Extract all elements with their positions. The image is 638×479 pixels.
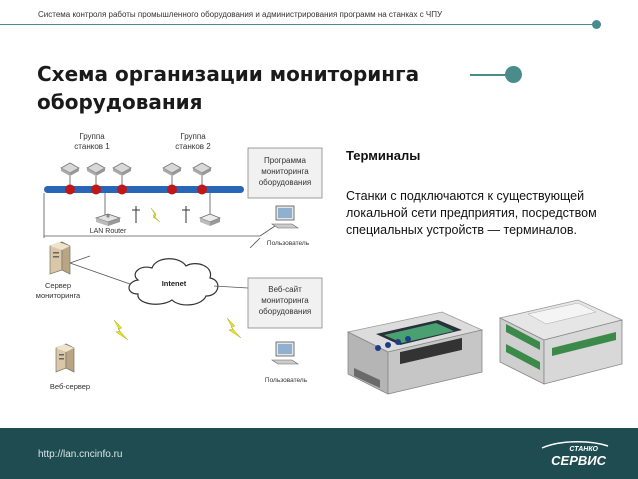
machine-icon	[112, 162, 132, 176]
website-label: Веб-сайт	[268, 285, 302, 294]
antenna-icon	[182, 206, 190, 223]
wireless-bolt-icon	[150, 207, 161, 223]
machine-icon	[192, 162, 212, 176]
lan-router-label: LAN Router	[90, 228, 127, 235]
lan-router-icon	[94, 213, 122, 226]
slide-title: Схема организации мониторинга оборудован…	[37, 62, 420, 114]
machine-icon	[60, 162, 80, 176]
user-computer-icon	[271, 205, 299, 229]
web-server-label: Веб-сервер	[50, 382, 90, 391]
group2-label-2: станков 2	[175, 142, 211, 151]
footer-url-link[interactable]: http://lan.cncinfo.ru	[38, 449, 123, 460]
user2-label: Пользователь	[265, 377, 308, 384]
server-icon	[49, 241, 71, 275]
program-label-3: оборудования	[259, 178, 312, 187]
title-accent-line	[470, 74, 512, 76]
header-divider-dot	[592, 20, 601, 29]
bus-node	[65, 184, 75, 195]
din-module-image	[498, 299, 624, 385]
wireless-bolt-icon	[226, 317, 242, 339]
website-label-3: оборудования	[259, 307, 312, 316]
bus-node	[197, 184, 207, 195]
bus-node	[91, 184, 101, 195]
web-server-icon	[55, 343, 75, 373]
header-divider	[0, 24, 596, 25]
antenna-icon	[132, 206, 140, 223]
program-label-2: мониторинга	[261, 167, 309, 176]
server-label: Сервер	[45, 281, 71, 290]
header-caption: Система контроля работы промышленного об…	[38, 10, 443, 19]
program-label: Программа	[264, 156, 306, 165]
program-box	[247, 147, 323, 199]
user-computer-icon	[271, 341, 299, 365]
title-accent-dot	[505, 66, 522, 83]
stankoservis-logo: СТАНКО СЕРВИС	[540, 438, 610, 470]
network-diagram: Группа станков 1 Группа станков 2	[30, 128, 330, 398]
terminal-icon	[199, 213, 221, 226]
logo-top-text: СТАНКО	[569, 446, 598, 453]
machine-icon	[86, 162, 106, 176]
group1-label: Группа	[79, 132, 105, 141]
website-box	[247, 277, 323, 329]
info-body: Станки с подключаются к существующей лок…	[346, 189, 597, 237]
footer-bar: http://lan.cncinfo.ru СТАНКО СЕРВИС	[0, 428, 638, 479]
machine-icon	[162, 162, 182, 176]
info-title: Терминалы	[346, 148, 421, 163]
terminal-device-image	[346, 311, 484, 395]
user1-label: Пользователь	[267, 240, 310, 247]
server-label-2: мониторинга	[36, 291, 81, 300]
internet-label: Intenet	[162, 279, 187, 288]
wireless-bolt-icon	[113, 319, 129, 341]
website-label-2: мониторинга	[261, 296, 309, 305]
bus-node	[167, 184, 177, 195]
group1-label-2: станков 1	[74, 142, 110, 151]
bus-node	[117, 184, 127, 195]
logo-bottom-text: СЕРВИС	[551, 453, 606, 468]
group2-label: Группа	[180, 132, 206, 141]
internet-cloud	[128, 258, 219, 306]
terminal-devices-photo	[340, 290, 630, 410]
